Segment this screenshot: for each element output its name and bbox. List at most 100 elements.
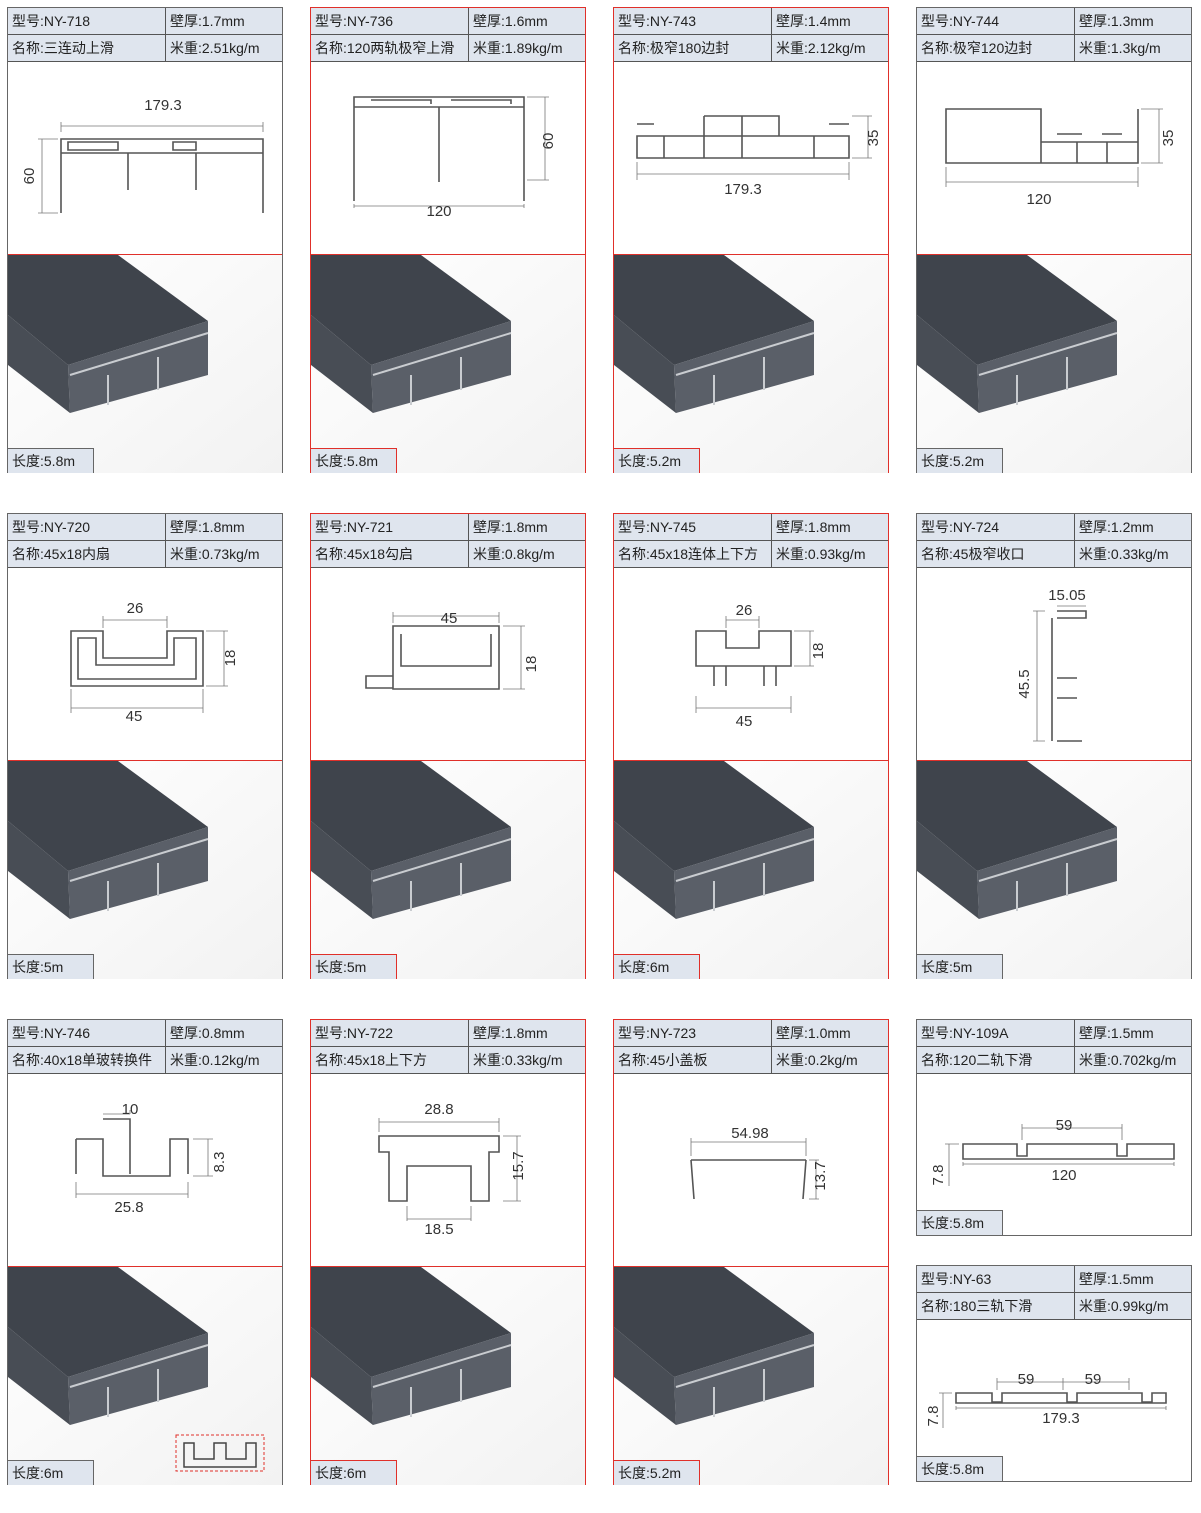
profile-top-face bbox=[917, 255, 1117, 365]
dimension-label: 45 bbox=[441, 610, 458, 627]
product-name: 名称:三连动上滑 bbox=[8, 35, 166, 62]
profile-diagram: 45 18 bbox=[365, 610, 540, 690]
meter-weight: 米重:0.33kg/m bbox=[1075, 541, 1191, 568]
model-number: 型号:NY-723 bbox=[614, 1020, 772, 1047]
dimension-label: 179.3 bbox=[144, 97, 182, 114]
product-name: 名称:180三轨下滑 bbox=[917, 1293, 1075, 1320]
product-name: 名称:40x18单玻转换件 bbox=[8, 1047, 166, 1074]
profile-top-face bbox=[614, 255, 814, 365]
dimension-label: 54.98 bbox=[731, 1125, 769, 1142]
cross-section-drawing: 35 120 bbox=[917, 62, 1191, 255]
wall-thickness: 壁厚:0.8mm bbox=[166, 1020, 282, 1047]
dimension-label: 45.5 bbox=[1016, 669, 1033, 698]
dimension-label: 60 bbox=[540, 133, 557, 150]
product-name: 名称:45小盖板 bbox=[614, 1047, 772, 1074]
dimension-label: 59 bbox=[1018, 1371, 1035, 1388]
cross-section-drawing: 10 8.3 25.8 bbox=[8, 1074, 282, 1267]
length-badge: 长度:5m bbox=[917, 954, 1003, 979]
dimension-label: 35 bbox=[1160, 130, 1177, 147]
profile-side-face bbox=[614, 315, 676, 413]
profile-render bbox=[311, 1267, 585, 1485]
dimension-label: 25.8 bbox=[114, 1199, 143, 1216]
product-photo: 长度:6m bbox=[311, 1267, 585, 1485]
profile-render bbox=[614, 761, 888, 979]
meter-weight: 米重:2.51kg/m bbox=[166, 35, 282, 62]
product-photo: 长度:5.8m bbox=[8, 255, 282, 473]
profile-render bbox=[8, 1267, 282, 1485]
profile-render bbox=[8, 255, 282, 473]
length-badge: 长度:6m bbox=[614, 954, 700, 979]
wall-thickness: 壁厚:1.5mm bbox=[1075, 1020, 1191, 1047]
meter-weight: 米重:1.3kg/m bbox=[1075, 35, 1191, 62]
dimension-label: 35 bbox=[865, 130, 882, 147]
product-photo: 长度:6m bbox=[8, 1267, 282, 1485]
model-number: 型号:NY-63 bbox=[917, 1266, 1075, 1293]
profile-side-face bbox=[614, 821, 676, 919]
length-badge: 长度:5.2m bbox=[614, 1460, 700, 1485]
length-badge: 长度:5.8m bbox=[311, 448, 397, 473]
product-photo: 长度:5.2m bbox=[614, 255, 888, 473]
dimension-label: 18.5 bbox=[424, 1221, 453, 1238]
dimension-label: 59 bbox=[1056, 1117, 1073, 1134]
model-number: 型号:NY-724 bbox=[917, 514, 1075, 541]
product-name: 名称:极窄120边封 bbox=[917, 35, 1075, 62]
model-number: 型号:NY-721 bbox=[311, 514, 469, 541]
meter-weight: 米重:0.99kg/m bbox=[1075, 1293, 1191, 1320]
model-number: 型号:NY-745 bbox=[614, 514, 772, 541]
wall-thickness: 壁厚:1.0mm bbox=[772, 1020, 888, 1047]
product-name: 名称:45x18内扇 bbox=[8, 541, 166, 568]
dimension-label: 179.3 bbox=[1042, 1410, 1080, 1427]
profile-top-face bbox=[614, 1267, 814, 1377]
profile-diagram: 10 8.3 25.8 bbox=[75, 1101, 228, 1216]
product-name: 名称:45极窄收口 bbox=[917, 541, 1075, 568]
dimension-label: 28.8 bbox=[424, 1101, 453, 1118]
meter-weight: 米重:0.702kg/m bbox=[1075, 1047, 1191, 1074]
wall-thickness: 壁厚:1.8mm bbox=[166, 514, 282, 541]
dimension-label: 120 bbox=[1026, 191, 1051, 208]
dimension-label: 120 bbox=[1051, 1167, 1076, 1184]
product-name: 名称:120两轨极窄上滑 bbox=[311, 35, 469, 62]
dimension-label: 8.3 bbox=[211, 1152, 228, 1173]
product-photo: 长度:5m bbox=[917, 761, 1191, 979]
model-number: 型号:NY-743 bbox=[614, 8, 772, 35]
meter-weight: 米重:0.33kg/m bbox=[469, 1047, 585, 1074]
cross-section-drawing: 60 120 bbox=[311, 62, 585, 255]
dimension-label: 15.05 bbox=[1048, 587, 1086, 604]
dimension-label: 26 bbox=[127, 600, 144, 617]
meter-weight: 米重:0.93kg/m bbox=[772, 541, 888, 568]
wall-thickness: 壁厚:1.8mm bbox=[469, 514, 585, 541]
length-badge: 长度:5.8m bbox=[917, 1210, 1003, 1235]
dimension-label: 120 bbox=[426, 203, 451, 220]
product-photo: 长度:5.2m bbox=[917, 255, 1191, 473]
product-photo: 长度:5m bbox=[8, 761, 282, 979]
model-number: 型号:NY-736 bbox=[311, 8, 469, 35]
meter-weight: 米重:2.12kg/m bbox=[772, 35, 888, 62]
meter-weight: 米重:0.73kg/m bbox=[166, 541, 282, 568]
profile-render bbox=[311, 255, 585, 473]
product-photo: 长度:6m bbox=[614, 761, 888, 979]
profile-side-face bbox=[8, 1327, 70, 1425]
dimension-label: 18 bbox=[523, 656, 540, 673]
dimension-label: 26 bbox=[736, 602, 753, 619]
dimension-label: 45 bbox=[126, 708, 143, 725]
dimension-label: 10 bbox=[122, 1101, 139, 1118]
dimension-label: 15.7 bbox=[510, 1151, 527, 1180]
model-number: 型号:NY-109A bbox=[917, 1020, 1075, 1047]
profile-diagram: 15.05 45.5 bbox=[1016, 587, 1087, 742]
